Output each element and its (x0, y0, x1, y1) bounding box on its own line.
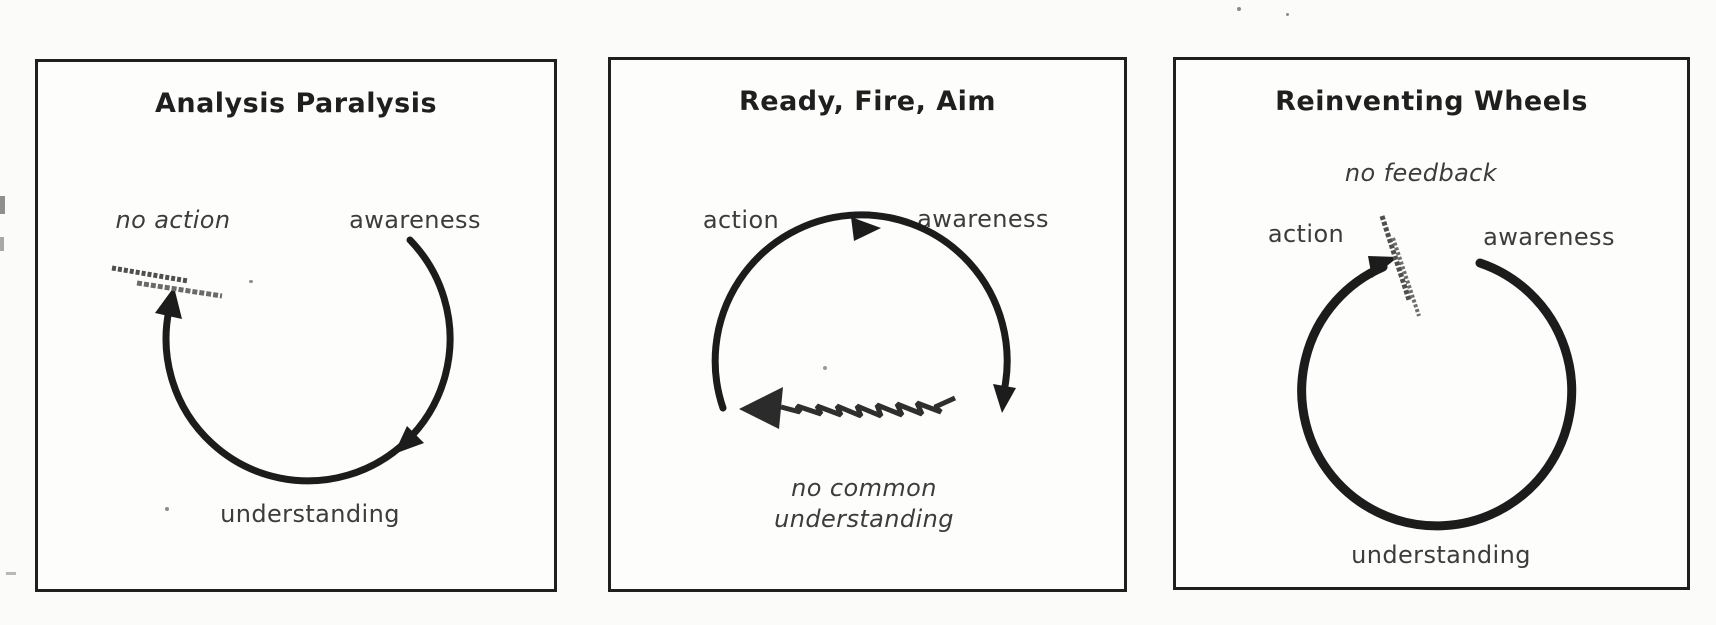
cycle-arc (162, 236, 454, 485)
scribble-stroke (111, 265, 189, 284)
cycle-arc-icon (111, 236, 454, 485)
scribble-block-icon (1379, 215, 1421, 317)
label-action: action (1267, 220, 1345, 248)
scan-edge-mark (0, 237, 4, 251)
zigzag-arrow-icon (739, 387, 957, 429)
label-no-feedback: no feedback (1344, 159, 1498, 187)
panel-ready-fire-aim: Ready, Fire, Aim action awareness no com… (608, 57, 1127, 592)
panel-title: Ready, Fire, Aim (738, 86, 997, 117)
panel-analysis-paralysis: Analysis Paralysis no action awareness u… (35, 59, 557, 592)
cycle-arc-icon (711, 211, 1016, 429)
scan-edge-mark (0, 196, 5, 214)
scan-speck (249, 280, 253, 283)
label-no-action: no action (115, 206, 231, 234)
panel-reinventing-wheels: Reinventing Wheels no feedback action aw… (1173, 57, 1690, 590)
scan-edge-mark (6, 572, 16, 575)
label-awareness: awareness (349, 206, 481, 234)
label-awareness: awareness (917, 205, 1049, 233)
scan-speck (1286, 13, 1289, 16)
label-no-common-understanding: no common understanding (774, 474, 954, 533)
cycle-arc-icon (1297, 215, 1577, 531)
cycle-arc (711, 211, 1011, 412)
scribble-stroke (1391, 237, 1421, 317)
scan-speck (823, 366, 827, 370)
scan-speck (1237, 7, 1241, 11)
label-awareness: awareness (1483, 223, 1615, 251)
panel-title: Reinventing Wheels (1275, 86, 1588, 117)
arrowhead-up-right-icon (1368, 256, 1398, 278)
arrowhead-mid-icon (394, 426, 424, 454)
scan-speck (165, 507, 169, 511)
arrowhead-down-icon (993, 384, 1016, 413)
label-action: action (702, 206, 780, 234)
cycle-arc (1297, 258, 1577, 531)
panel-title: Analysis Paralysis (154, 88, 438, 119)
zigzag-arrowhead (739, 387, 783, 429)
scribble-block-icon (111, 265, 223, 299)
scribble-stroke (136, 280, 223, 299)
label-understanding: understanding (1351, 541, 1531, 569)
label-understanding: understanding (220, 500, 400, 528)
scribble-stroke (1379, 215, 1412, 301)
zigzag-shaft (780, 395, 957, 419)
arrowhead-up-icon (155, 287, 182, 319)
arrowhead-top-icon (851, 217, 881, 241)
